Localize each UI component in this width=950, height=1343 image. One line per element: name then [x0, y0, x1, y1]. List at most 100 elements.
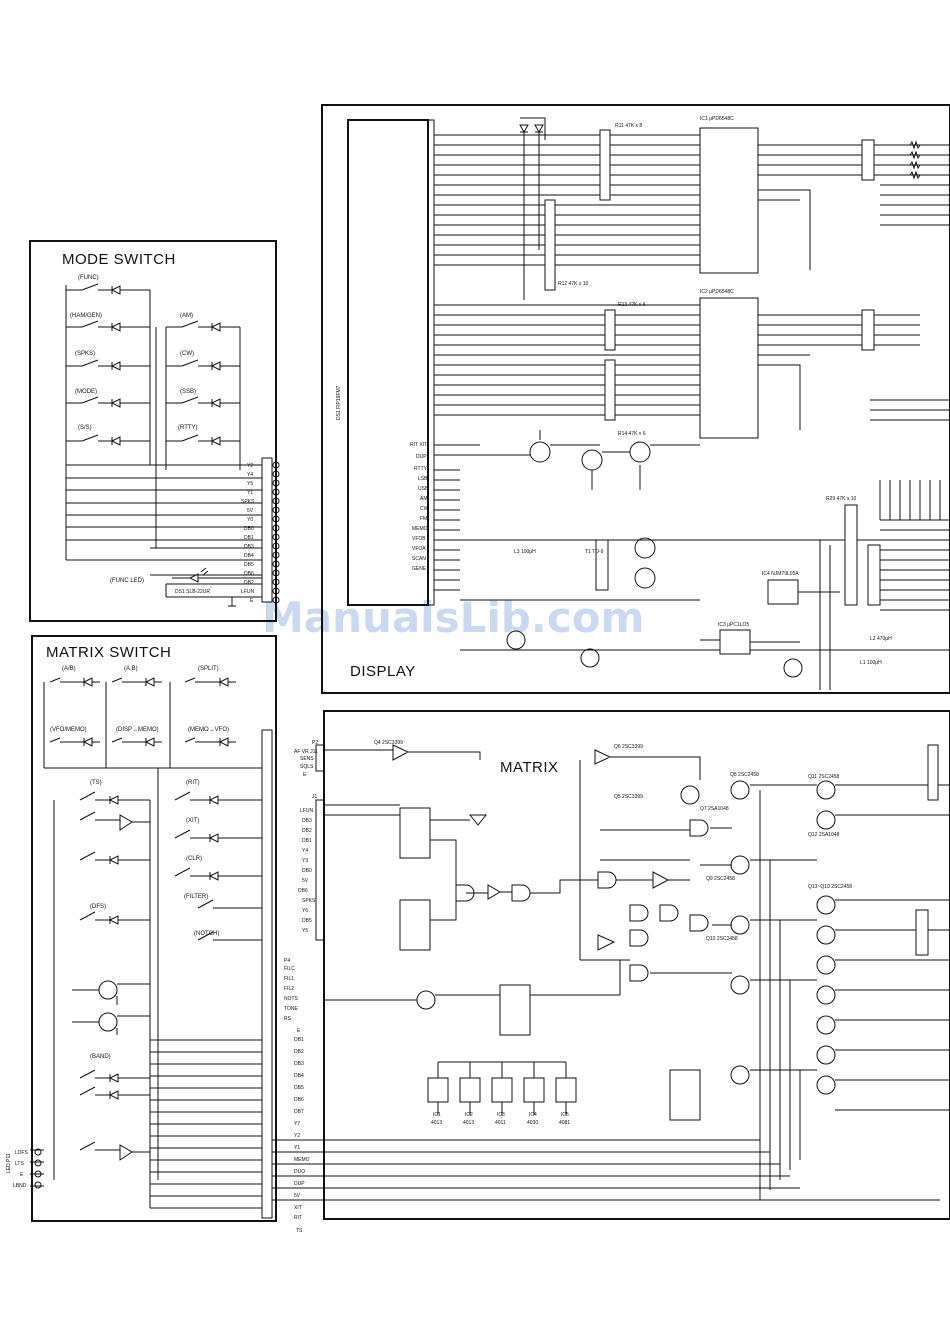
- ds1-label: DS1 FIP19FM7: [336, 385, 342, 420]
- matrix-sw-label: (VFO/MEMO): [50, 727, 87, 733]
- mode-switch-panel: MODE SWITCH (FUNC) (HAM/GEN) (SPKS) (MOD…: [29, 240, 280, 622]
- display-part: R12 47K x 10: [558, 281, 589, 287]
- p4-pin: TONE: [284, 1006, 298, 1012]
- display-part: IC4 NJM79L05A: [762, 571, 799, 577]
- display-part: R29 47K x 10: [826, 496, 857, 502]
- mode-sw-label: (SPKS): [75, 351, 95, 357]
- mode-sw-label: (RTTY): [178, 425, 198, 431]
- ic-name: IC1: [433, 1112, 441, 1118]
- j1-pin: SPKS: [302, 898, 316, 904]
- conn-pin: DB5: [294, 1085, 304, 1091]
- matrix-panel: MATRIX AF VR J11 P2 SENS SQLS E J1 LFUN …: [272, 710, 950, 1220]
- ic-name: IC3: [497, 1112, 505, 1118]
- display-bus-label: LSB: [418, 476, 428, 482]
- p2-pin: E: [303, 772, 307, 778]
- matrix-sw-label: (DFS): [90, 904, 106, 910]
- p2-pin: SENS: [300, 756, 314, 762]
- ic-type: 4013: [431, 1120, 442, 1126]
- conn-pin: 5V: [247, 508, 254, 514]
- display-bus-label: USB: [418, 486, 429, 492]
- mode-sw-label: (HAM/GEN): [70, 313, 102, 319]
- j1-pin: 5V: [302, 878, 309, 884]
- conn-pin: DB6: [244, 571, 254, 577]
- j1-pin: J1: [312, 794, 318, 800]
- conn-pin: SPKS: [241, 499, 255, 505]
- conn-pin: Y5: [247, 481, 253, 487]
- conn-pin: DB1: [244, 535, 254, 541]
- matrix-sw-label: (XIT): [186, 818, 199, 824]
- p2-pin: SQLS: [300, 764, 314, 770]
- display-part: L2 470μH: [870, 636, 892, 642]
- display-bus-label: MEMO: [412, 526, 428, 532]
- conn-pin: DB2: [294, 1049, 304, 1055]
- matrix-part: Q11 2SC2458: [808, 774, 840, 780]
- j1-pin: DB1: [302, 838, 312, 844]
- conn-pin: DB4: [294, 1073, 304, 1079]
- matrix-part: Q9 2SC2458: [706, 876, 735, 882]
- mode-sw-label: (CW): [180, 351, 194, 357]
- p4-pin: RS: [284, 1016, 292, 1022]
- ic-type: 4013: [463, 1120, 474, 1126]
- matrix-part: Q8 2SC2458: [730, 772, 759, 778]
- matrix-sw-label: (FILTER): [184, 894, 208, 900]
- j1-pin: Y6: [302, 908, 308, 914]
- display-ic: IC2 μPD6548C: [700, 289, 734, 295]
- conn-pin: E: [297, 1028, 301, 1034]
- j1-pin: DB2: [302, 828, 312, 834]
- p2-pin: AF VR J11: [294, 749, 318, 755]
- display-bus-label: DUP: [416, 454, 427, 460]
- matrix-sw-label: (SPLIT): [198, 666, 219, 672]
- j1-pin: DB5: [302, 918, 312, 924]
- p4-pin: P4: [284, 958, 290, 964]
- display-part: L3 100μH: [514, 549, 536, 555]
- conn-pin: DB3: [244, 544, 254, 550]
- j1-pin: Y5: [302, 928, 308, 934]
- mode-switch-title: MODE SWITCH: [62, 251, 176, 268]
- func-led-label: (FUNC LED): [110, 578, 144, 584]
- display-ic: IC1 μPD6548C: [700, 116, 734, 122]
- led-pin: E: [20, 1172, 24, 1178]
- ic-type: 4081: [559, 1120, 570, 1126]
- conn-pin: DUO: [294, 1169, 305, 1175]
- conn-pin: 5V: [294, 1193, 301, 1199]
- ic-name: IC2: [465, 1112, 473, 1118]
- matrix-part: Q5 2SC3399: [614, 794, 643, 800]
- conn-pin: Y1: [294, 1145, 300, 1151]
- matrix-title: MATRIX: [500, 759, 559, 776]
- p4-pin: NOTS: [284, 996, 299, 1002]
- matrix-sw-label: (TS): [90, 780, 102, 786]
- ic-type: 4030: [527, 1120, 538, 1126]
- matrix-part: Q10 2SC2458: [706, 936, 738, 942]
- led-pin: LBND: [13, 1183, 27, 1189]
- j1-pin: DB3: [302, 818, 312, 824]
- display-bus-label: VFOA: [412, 546, 426, 552]
- matrix-switch-title: MATRIX SWITCH: [46, 644, 171, 661]
- display-bus-label: RTTY: [414, 466, 428, 472]
- conn-pin: DB5: [244, 562, 254, 568]
- matrix-sw-label: (A:B): [124, 666, 138, 672]
- ic-type: 4011: [495, 1120, 506, 1126]
- conn-pin: DUP: [294, 1181, 305, 1187]
- display-bus-label: SCAN: [412, 556, 426, 562]
- watermark: ManualsLib.com: [262, 593, 644, 642]
- display-part: R11 47K x 8: [615, 123, 642, 129]
- matrix-sw-label: (A/B): [62, 666, 76, 672]
- conn-pin: RIT: [294, 1215, 302, 1221]
- matrix-sw-label: (CLR): [186, 856, 202, 862]
- conn-pin: Y0: [247, 517, 253, 523]
- display-panel: DISPLAY DS1 FIP19FM7: [321, 104, 950, 694]
- led-part: DS1 SLB-22UR: [175, 589, 210, 595]
- conn-pin: DB4: [244, 553, 254, 559]
- conn-pin: Y2: [247, 463, 253, 469]
- conn-pin: Y1: [247, 490, 253, 496]
- conn-pin: Y2: [294, 1133, 300, 1139]
- conn-pin: DB6: [294, 1097, 304, 1103]
- conn-pin: Y4: [247, 472, 253, 478]
- matrix-sw-label: (NOTCH): [194, 931, 219, 937]
- led-p11-label: LED P11: [6, 1153, 12, 1173]
- matrix-sw-label: (DISP→MEMO): [116, 727, 159, 733]
- display-bus-label: FM: [420, 516, 427, 522]
- led-pin: LTS: [15, 1161, 24, 1167]
- display-part: R14 47K x 6: [618, 431, 646, 437]
- p4-pin: FILC: [284, 966, 295, 972]
